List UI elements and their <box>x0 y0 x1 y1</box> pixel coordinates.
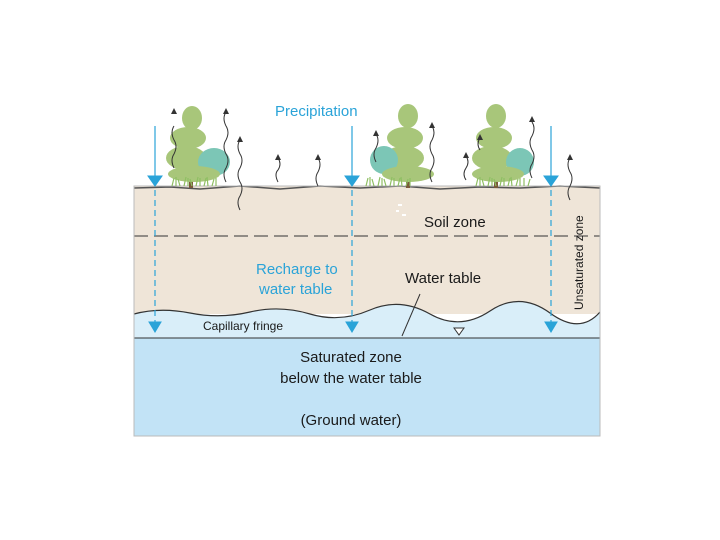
water-table-pointer <box>401 293 421 337</box>
tree-icon <box>472 104 534 188</box>
precipitation-arrow-icon <box>543 175 559 187</box>
precipitation-arrow-icon <box>147 175 163 187</box>
soil-marks <box>396 204 406 216</box>
unsaturated-zone-label: Unsaturated zone <box>572 215 586 310</box>
tree-icon <box>370 104 434 188</box>
precipitation-arrows <box>147 126 559 333</box>
tree-icon <box>166 106 230 188</box>
water-table-symbol-icon <box>453 327 465 336</box>
ground-water-label: (Ground water) <box>301 412 402 429</box>
saturated-zone-label-line1: Saturated zone <box>300 349 402 366</box>
saturated-zone-area <box>134 338 600 436</box>
precipitation-label: Precipitation <box>275 103 358 120</box>
ground-surface-line <box>133 185 601 190</box>
recharge-label-line1: Recharge to <box>256 261 338 278</box>
recharge-label-line2: water table <box>258 281 332 298</box>
diagram-border <box>133 185 601 437</box>
capillary-fringe-area <box>134 301 600 338</box>
capillary-fringe-label: Capillary fringe <box>203 319 283 333</box>
grass-tufts <box>171 176 531 187</box>
unsaturated-zone-area <box>134 186 600 314</box>
soil-zone-label: Soil zone <box>424 214 486 231</box>
evapotranspiration-arrow-icon <box>171 108 573 160</box>
saturated-zone-label-line2: below the water table <box>280 370 422 387</box>
evapotranspiration-arrows <box>171 111 573 211</box>
water-table-label: Water table <box>405 270 481 287</box>
precipitation-arrow-icon <box>344 175 360 187</box>
water-table-line <box>133 300 601 325</box>
